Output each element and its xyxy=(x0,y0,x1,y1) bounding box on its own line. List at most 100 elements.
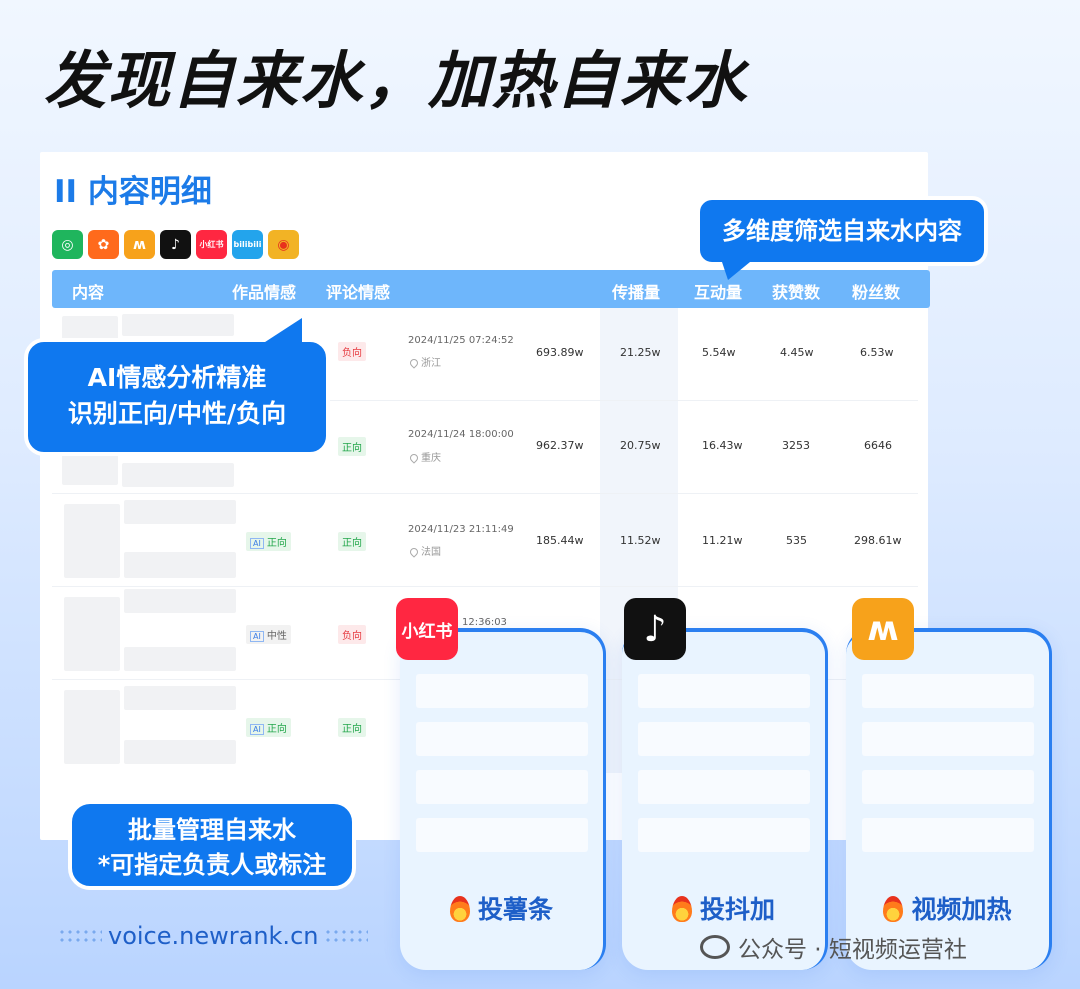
card-xiaohongshu[interactable]: 投薯条 xyxy=(400,628,606,970)
placeholder-bar xyxy=(862,818,1034,852)
publish-time: 2024/11/23 21:11:49 xyxy=(408,524,514,535)
panel-title: II 内容明细 xyxy=(54,174,212,210)
cta-label: 投薯条 xyxy=(477,895,553,924)
boost-video-button[interactable]: 视频加热 xyxy=(846,890,1049,926)
batch-manage-callout: 批量管理自来水 *可指定负责人或标注 xyxy=(68,800,356,890)
green-spiral-icon[interactable]: ◎ xyxy=(52,230,83,259)
dots-decoration xyxy=(58,928,102,946)
platform-filter: ◎ ✿ ʍ ♪ 小红书 bilibili ◉ xyxy=(52,230,299,259)
card-video-channel[interactable]: 视频加热 xyxy=(846,628,1052,970)
douyin-icon: ♪ xyxy=(624,598,686,660)
col-fans[interactable]: 粉丝数 xyxy=(852,283,901,302)
douyin-icon[interactable]: ♪ xyxy=(160,230,191,259)
card-douyin[interactable]: 投抖加 xyxy=(622,628,828,970)
xiaohongshu-icon[interactable]: 小红书 xyxy=(196,230,227,259)
headline: 发现自来水，加热自来水 xyxy=(44,44,749,117)
location-text: 浙江 xyxy=(421,358,441,369)
comment-sentiment-tag[interactable]: 正向 xyxy=(338,532,366,551)
boost-shutiao-button[interactable]: 投薯条 xyxy=(400,890,603,926)
interaction-value: 11.21w xyxy=(702,534,743,547)
cta-label: 视频加热 xyxy=(911,895,1012,924)
reach-value: 693.89w xyxy=(536,346,584,359)
placeholder-bar xyxy=(416,722,588,756)
title-placeholder xyxy=(124,686,236,710)
col-likes[interactable]: 获赞数 xyxy=(772,283,821,302)
filter-callout: 多维度筛选自来水内容 xyxy=(696,196,988,266)
col-spread[interactable]: 传播量 xyxy=(612,283,661,302)
boost-doujia-button[interactable]: 投抖加 xyxy=(622,890,825,926)
interaction-value: 16.43w xyxy=(702,439,743,452)
weibo-icon[interactable]: ◉ xyxy=(268,230,299,259)
placeholder-bar xyxy=(638,770,810,804)
placeholder-bar xyxy=(638,818,810,852)
title-placeholder xyxy=(124,500,236,524)
spread-column-bg xyxy=(600,494,678,586)
content-table: 负向 2024/11/25 07:24:52 浙江 693.89w 21.25w… xyxy=(52,308,918,773)
author-placeholder xyxy=(124,647,236,671)
col-interaction[interactable]: 互动量 xyxy=(694,283,743,302)
ai-callout-line2: 识别正向/中性/负向 xyxy=(67,399,287,429)
col-work-sentiment[interactable]: 作品情感 xyxy=(232,283,297,302)
reach-value: 185.44w xyxy=(536,534,584,547)
location-pin-icon xyxy=(408,546,420,558)
xiaohongshu-icon: 小红书 xyxy=(396,598,458,660)
fire-icon xyxy=(449,896,470,922)
title-placeholder xyxy=(124,589,236,613)
author-placeholder xyxy=(124,552,236,578)
location: 浙江 xyxy=(408,354,441,369)
location: 重庆 xyxy=(408,449,441,464)
bilibili-icon[interactable]: bilibili xyxy=(232,230,263,259)
placeholder-bar xyxy=(416,674,588,708)
fans-value: 6646 xyxy=(864,439,892,452)
location-text: 法国 xyxy=(421,547,441,558)
placeholder-bar xyxy=(416,770,588,804)
thumbnail-placeholder xyxy=(64,690,120,764)
col-content[interactable]: 内容 xyxy=(72,283,105,302)
work-sentiment-text: 正向 xyxy=(266,724,287,735)
fire-icon xyxy=(671,896,692,922)
col-comment-sentiment[interactable]: 评论情感 xyxy=(326,283,391,302)
ai-badge: AI xyxy=(250,631,264,642)
ai-badge: AI xyxy=(250,538,264,549)
location-text: 重庆 xyxy=(421,453,441,464)
spread-value: 20.75w xyxy=(620,439,661,452)
author-placeholder xyxy=(124,740,236,764)
spread-column-bg xyxy=(600,401,678,493)
placeholder-bar xyxy=(416,818,588,852)
placeholder-bar xyxy=(862,674,1034,708)
video-channel-icon: ʍ xyxy=(852,598,914,660)
footer-url[interactable]: voice.newrank.cn xyxy=(52,922,374,950)
comment-sentiment-tag[interactable]: 负向 xyxy=(338,342,366,361)
comment-sentiment-tag[interactable]: 正向 xyxy=(338,437,366,456)
filter-callout-tail xyxy=(722,262,750,280)
batch-callout-line1: 批量管理自来水 xyxy=(128,816,296,844)
cta-label: 投抖加 xyxy=(699,895,775,924)
fire-icon xyxy=(883,896,904,922)
placeholder-bar xyxy=(638,674,810,708)
fans-value: 6.53w xyxy=(860,346,894,359)
ai-callout-line1: AI情感分析精准 xyxy=(87,363,267,392)
likes-value: 3253 xyxy=(782,439,810,452)
spread-value: 21.25w xyxy=(620,346,661,359)
reach-value: 962.37w xyxy=(536,439,584,452)
work-sentiment-text: 正向 xyxy=(266,538,287,549)
batch-callout-line2: *可指定负责人或标注 xyxy=(97,850,327,879)
comment-sentiment-tag[interactable]: 负向 xyxy=(338,625,366,644)
publish-time: 2024/11/25 07:24:52 xyxy=(408,335,514,346)
location: 法国 xyxy=(408,543,441,558)
kuaishou-icon[interactable]: ✿ xyxy=(88,230,119,259)
footer-url-text: voice.newrank.cn xyxy=(108,922,319,950)
publish-time: 2024/11/24 18:00:00 xyxy=(408,429,514,440)
watermark: 公众号 · 短视频运营社 xyxy=(700,930,967,964)
publish-time: 12:36:03 xyxy=(462,617,507,628)
video-channel-icon[interactable]: ʍ xyxy=(124,230,155,259)
interaction-value: 5.54w xyxy=(702,346,736,359)
likes-value: 4.45w xyxy=(780,346,814,359)
location-pin-icon xyxy=(408,357,420,369)
comment-sentiment-tag[interactable]: 正向 xyxy=(338,718,366,737)
table-header: 内容 作品情感 评论情感 传播量 互动量 获赞数 粉丝数 xyxy=(52,270,930,308)
